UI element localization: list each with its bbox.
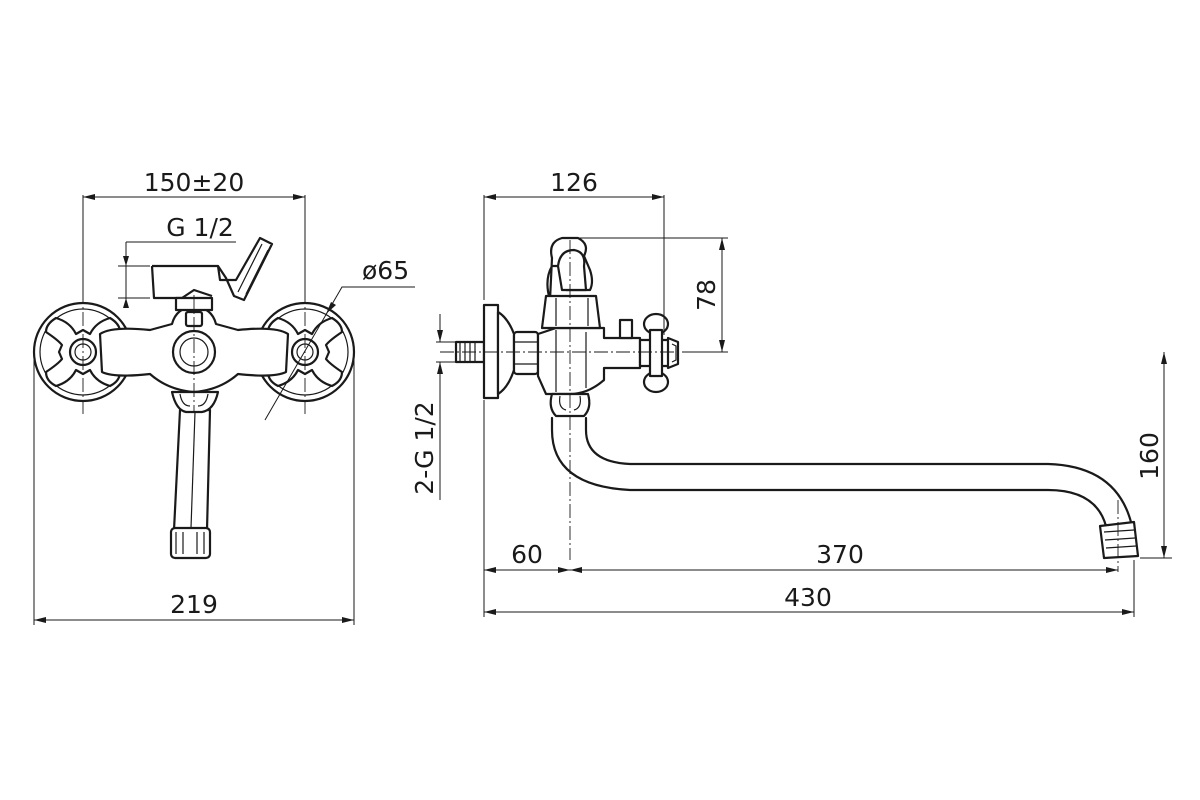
offset-label: 60 bbox=[511, 540, 543, 569]
diameter-label: ø65 bbox=[362, 256, 409, 285]
thread-label: G 1/2 bbox=[166, 213, 234, 242]
dim-spout-height: 160 bbox=[1135, 352, 1172, 559]
spout-length-label: 370 bbox=[816, 540, 864, 569]
depth-label: 126 bbox=[550, 168, 598, 197]
inlet-fitting bbox=[454, 303, 540, 400]
dim-thread: G 1/2 bbox=[118, 213, 236, 308]
side-view: 126 78 2-G 1/2 160 bbox=[410, 168, 1172, 617]
dim-width: 219 bbox=[33, 352, 355, 625]
side-spout bbox=[550, 416, 1140, 560]
shower-holder bbox=[150, 236, 274, 312]
front-spout bbox=[169, 408, 212, 560]
side-handle bbox=[638, 312, 680, 394]
front-center-lines bbox=[82, 290, 306, 415]
dim-holder-height: 78 bbox=[578, 237, 728, 353]
front-view: 150±20 G 1/2 ø65 219 bbox=[32, 168, 415, 625]
total-length-label: 430 bbox=[784, 583, 832, 612]
dim-total-length: 430 bbox=[484, 560, 1135, 617]
dim-offset-and-length: 60 370 bbox=[483, 400, 1118, 617]
spout-height-label: 160 bbox=[1135, 432, 1164, 480]
dim-diameter: ø65 bbox=[264, 256, 415, 421]
dim-depth: 126 bbox=[483, 168, 665, 335]
centers-label: 150±20 bbox=[144, 168, 244, 197]
side-valve-body bbox=[536, 318, 642, 418]
inlet-label: 2-G 1/2 bbox=[410, 401, 439, 494]
side-center-lines bbox=[440, 240, 1119, 572]
width-label: 219 bbox=[170, 590, 218, 619]
dim-inlet: 2-G 1/2 bbox=[410, 314, 470, 500]
side-shower-holder bbox=[540, 236, 602, 330]
dim-centers: 150±20 bbox=[82, 168, 306, 300]
holder-height-label: 78 bbox=[692, 279, 721, 311]
